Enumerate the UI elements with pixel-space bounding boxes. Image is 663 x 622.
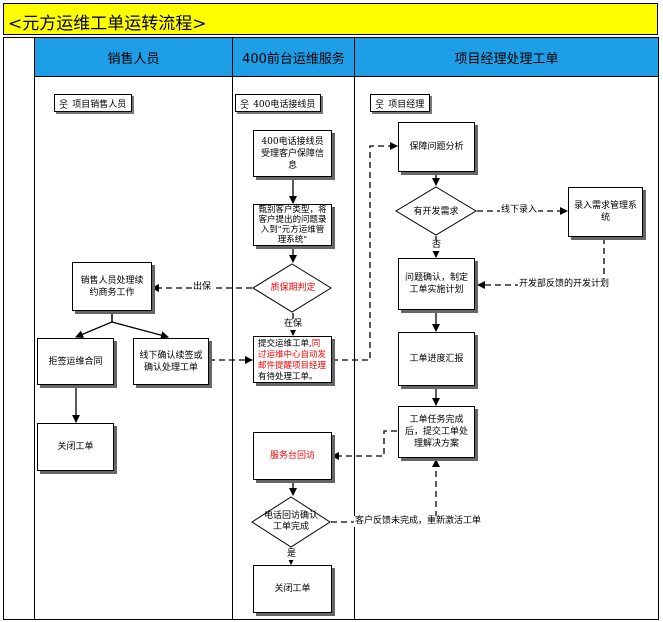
lane-header-sales: 销售人员: [35, 38, 233, 76]
lane-borders: [3, 37, 659, 620]
label-no: 否: [431, 240, 443, 251]
actor-pm-label: 项目经理: [388, 99, 425, 110]
node-classify: 甄别客户类型，将客户提出的问题录入到"元方运维管理系统": [253, 204, 332, 246]
node-fault-analysis: 保障问题分析: [398, 122, 475, 172]
label-reopen: 客户反馈未完成，重新激活工单: [354, 516, 483, 527]
node-sales-renew: 销售人员处理续约商务工作: [72, 262, 152, 311]
node-warranty-check: 质保期判定: [270, 282, 316, 293]
page-title: <元方运维工单运转流程>: [8, 14, 207, 34]
label-yes: 是: [286, 549, 298, 560]
node-reject-contract: 拒签运维合同: [37, 338, 114, 385]
node-submit: 提交运维工单,同过运维中心自动发邮件提醒项目经理有待处理工单。: [253, 336, 332, 383]
actor-sales-label: 项目销售人员: [72, 99, 127, 110]
lane-header-service: 400前台运维服务: [233, 38, 355, 76]
label-offline-entry: 线下录入: [500, 205, 539, 216]
title-bar: <元方运维工单运转流程>: [3, 3, 658, 35]
person-icon: 웃: [375, 99, 385, 111]
node-dev-need: 有开发需求: [413, 206, 459, 217]
person-icon: 웃: [59, 99, 69, 111]
callback-diamond: [251, 496, 331, 548]
submit-text-b: 有待处理工单。: [258, 372, 318, 382]
warranty-diamond: [252, 263, 332, 313]
node-callback: 服务台回访: [253, 432, 332, 480]
submit-text-a: 提交运维工单,: [258, 339, 312, 349]
node-enter-system: 录入需求管理系统: [568, 187, 643, 237]
actor-service-label: 400电话接线员: [253, 99, 316, 110]
label-in-warranty: 在保: [283, 319, 304, 330]
node-close-left: 关闭工单: [37, 423, 114, 471]
node-close-bottom: 关闭工单: [253, 565, 332, 613]
person-icon: 웃: [240, 99, 250, 111]
lane-header-pm: 项目经理处理工单: [355, 38, 658, 76]
node-progress: 工单进度汇报: [398, 332, 475, 386]
node-confirm-plan: 问题确认，制定工单实施计划: [398, 258, 475, 310]
node-offline-confirm: 线下确认续签或确认处理工单: [133, 338, 209, 385]
node-callback-confirm: 电话回访确认工单完成: [263, 511, 318, 532]
dev-need-diamond: [395, 186, 477, 236]
node-receive: 400电话接线员受理客户保障信息: [253, 130, 332, 177]
label-out-warranty: 出保: [192, 282, 213, 293]
node-done-submit: 工单任务完成后，提交工单处理解决方案: [398, 406, 475, 458]
submit-text-red: 同过运维中心自动发邮件提醒项目经理: [258, 339, 327, 371]
label-dev-feedback: 开发部反馈的开发计划: [518, 279, 611, 290]
